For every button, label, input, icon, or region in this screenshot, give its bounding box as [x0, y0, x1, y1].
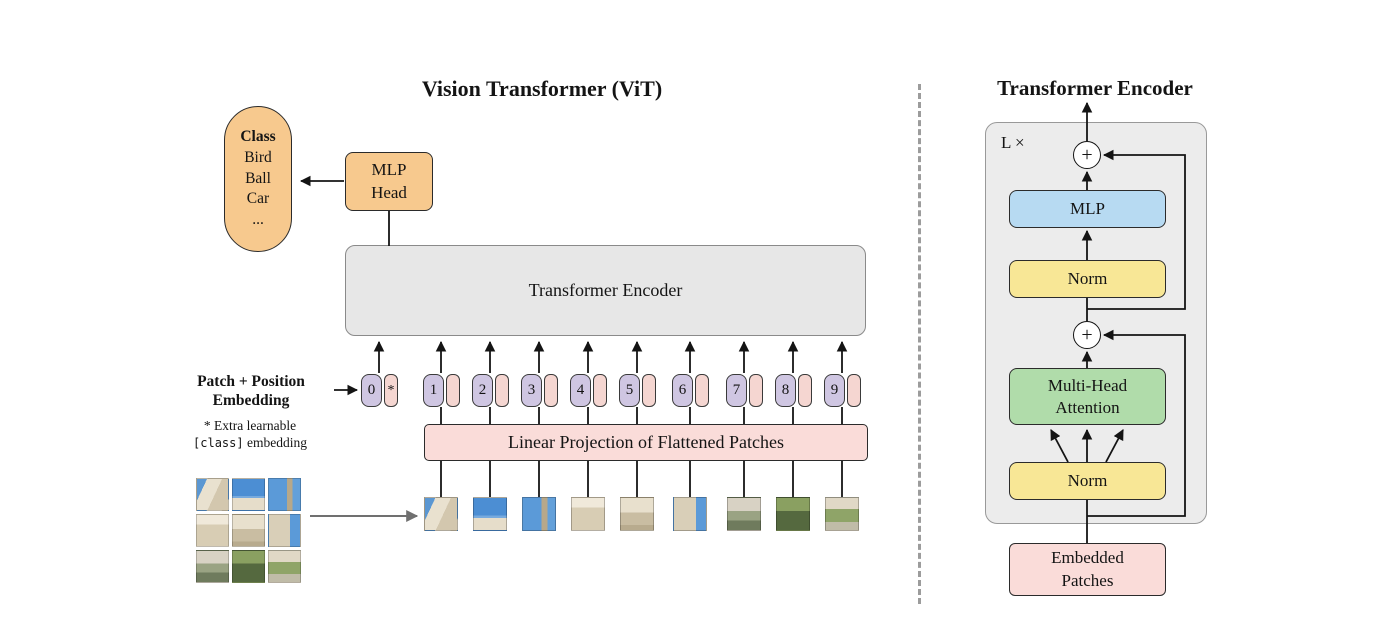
flattened-patch-5: [620, 497, 654, 531]
layers-count-label: L ×: [1001, 133, 1025, 152]
norm-box-top: Norm: [1009, 260, 1166, 298]
embedded-patches-box: Embedded Patches: [1009, 543, 1166, 596]
class-heading: Class: [240, 127, 276, 145]
linear-projection-box: Linear Projection of Flattened Patches: [424, 424, 868, 461]
flattened-patch-4: [571, 497, 605, 531]
grid-cell-3: [268, 478, 301, 511]
left-panel-title: Vision Transformer (ViT): [421, 76, 663, 101]
grid-cell-6: [268, 514, 301, 547]
token-group-4: 4: [570, 374, 607, 407]
token-number: 2: [472, 374, 493, 407]
class-item-ellipsis: ...: [252, 211, 264, 229]
grid-cell-7: [196, 550, 229, 583]
patch-embedding-pill: [495, 374, 509, 407]
patch-embedding-pill: [847, 374, 861, 407]
class-embedding-footnote: * Extra learnable [class] embedding: [168, 418, 332, 452]
token-number: 7: [726, 374, 747, 407]
class-item: Ball: [245, 169, 271, 187]
grid-cell-1: [196, 478, 229, 511]
footnote-line-1: * Extra learnable: [203, 418, 297, 433]
flattened-patch-1: [424, 497, 458, 531]
input-image-grid: [196, 478, 301, 583]
class-token-group: 0 *: [361, 374, 398, 407]
token-group-8: 8: [775, 374, 812, 407]
flattened-patch-3: [522, 497, 556, 531]
token-number: 9: [824, 374, 845, 407]
right-panel-title: Transformer Encoder: [997, 76, 1193, 100]
token-number: 3: [521, 374, 542, 407]
patch-embedding-pill: [798, 374, 812, 407]
grid-cell-8: [232, 550, 265, 583]
flattened-patch-2: [473, 497, 507, 531]
transformer-encoder-box: Transformer Encoder: [345, 245, 866, 336]
multi-head-attention-box: Multi-Head Attention: [1009, 368, 1166, 425]
norm-box-bottom: Norm: [1009, 462, 1166, 500]
grid-cell-5: [232, 514, 265, 547]
token-number: 8: [775, 374, 796, 407]
token-number: 6: [672, 374, 693, 407]
token-number: 5: [619, 374, 640, 407]
grid-cell-9: [268, 550, 301, 583]
footnote-line-2: [class] embedding: [168, 435, 332, 452]
grid-cell-2: [232, 478, 265, 511]
token-group-6: 6: [672, 374, 709, 407]
grid-cell-4: [196, 514, 229, 547]
patch-embedding-pill: [593, 374, 607, 407]
patch-embedding-pill: [446, 374, 460, 407]
patch-embedding-pill: [695, 374, 709, 407]
patch-position-embedding-label: Patch + Position Embedding: [197, 373, 305, 410]
class-code-token: [class]: [193, 435, 244, 450]
mlp-box: MLP: [1009, 190, 1166, 228]
flattened-patch-8: [776, 497, 810, 531]
token-number: 1: [423, 374, 444, 407]
token-group-1: 1: [423, 374, 460, 407]
token-group-7: 7: [726, 374, 763, 407]
class-output-pill: Class Bird Ball Car ...: [224, 106, 292, 252]
residual-add-circle-bottom: +: [1073, 321, 1101, 349]
class-token-star: *: [384, 374, 398, 407]
patch-embedding-pill: [642, 374, 656, 407]
token-group-3: 3: [521, 374, 558, 407]
patch-embedding-pill: [749, 374, 763, 407]
class-item: Car: [246, 190, 270, 208]
flattened-patch-7: [727, 497, 761, 531]
flattened-patch-9: [825, 497, 859, 531]
footnote-rest: embedding: [243, 434, 307, 450]
patch-embedding-pill: [544, 374, 558, 407]
residual-add-circle-top: +: [1073, 141, 1101, 169]
mlp-head-box: MLP Head: [345, 152, 433, 211]
token-group-9: 9: [824, 374, 861, 407]
token-group-2: 2: [472, 374, 509, 407]
section-divider: [918, 84, 921, 604]
flattened-patch-6: [673, 497, 707, 531]
token-number: 4: [570, 374, 591, 407]
class-item: Bird: [244, 148, 272, 166]
class-token-number: 0: [361, 374, 382, 407]
token-group-5: 5: [619, 374, 656, 407]
